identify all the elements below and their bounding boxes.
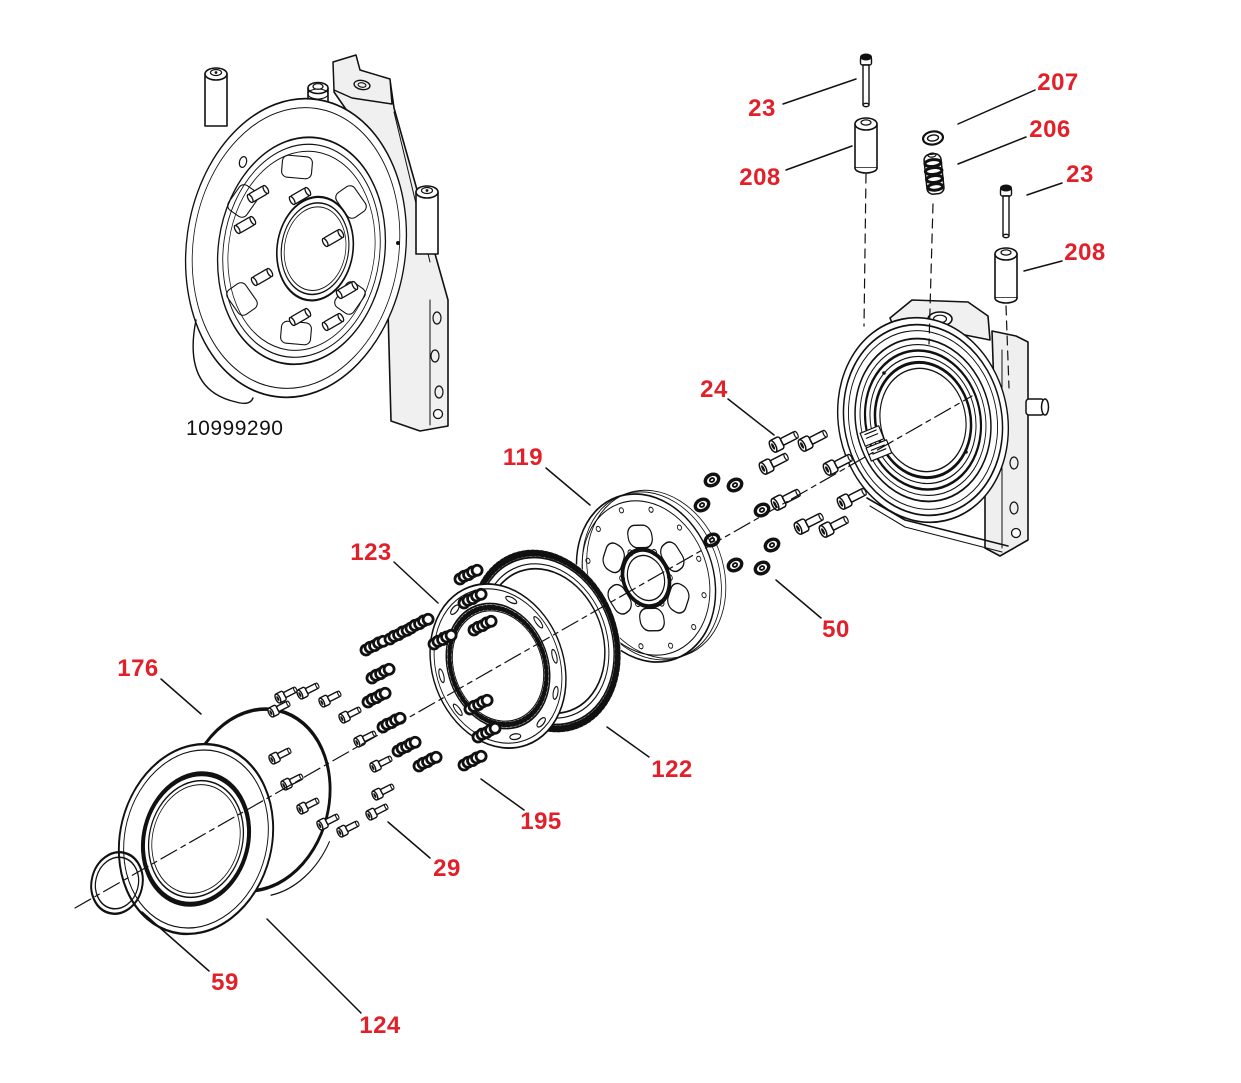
callout-front-ring: 124 — [359, 1012, 401, 1039]
center-axis-line — [74, 395, 973, 909]
drawing-number: 10999290 — [186, 417, 284, 440]
grooved-plug-part-206 — [923, 152, 945, 195]
callout-pin-upper-right: 23 — [1066, 161, 1094, 188]
pump-housing-illustration — [836, 53, 1050, 557]
hub-pins — [233, 184, 359, 332]
oring-part-207 — [921, 130, 945, 146]
callout-sleeve-upper-right: 208 — [1064, 239, 1106, 266]
callout-springs: 195 — [520, 808, 562, 835]
callout-sleeve-upper-left: 208 — [739, 164, 781, 191]
callout-grooved-plug: 206 — [1029, 116, 1071, 143]
stud-left — [204, 67, 228, 127]
callout-pin-upper-left: 23 — [748, 95, 776, 122]
callout-small-bolts: 29 — [433, 855, 461, 882]
stud-right — [415, 185, 439, 255]
assembly-drop-lines — [863, 173, 1010, 389]
sleeve-part-upper-left — [854, 117, 878, 174]
rear-housing-illustration — [184, 54, 449, 432]
bolts-group-29 — [265, 679, 397, 839]
leader-lines — [141, 78, 1063, 1014]
pin-part-upper-right — [999, 184, 1013, 239]
callout-oring-bottom: 59 — [211, 969, 239, 996]
callout-flex-plate: 119 — [502, 444, 544, 471]
callout-retainer-ring: 123 — [350, 539, 392, 566]
callout-washers: 50 — [822, 616, 850, 643]
callout-mounting-bolts: 24 — [700, 376, 728, 403]
callout-piston-seal: 176 — [117, 655, 159, 682]
sleeve-part-upper-right — [994, 247, 1018, 304]
callout-ring-gear: 122 — [651, 756, 693, 783]
callout-oring-top: 207 — [1037, 69, 1079, 96]
pin-part-upper-left — [859, 53, 873, 108]
oring-part-59 — [90, 851, 144, 915]
